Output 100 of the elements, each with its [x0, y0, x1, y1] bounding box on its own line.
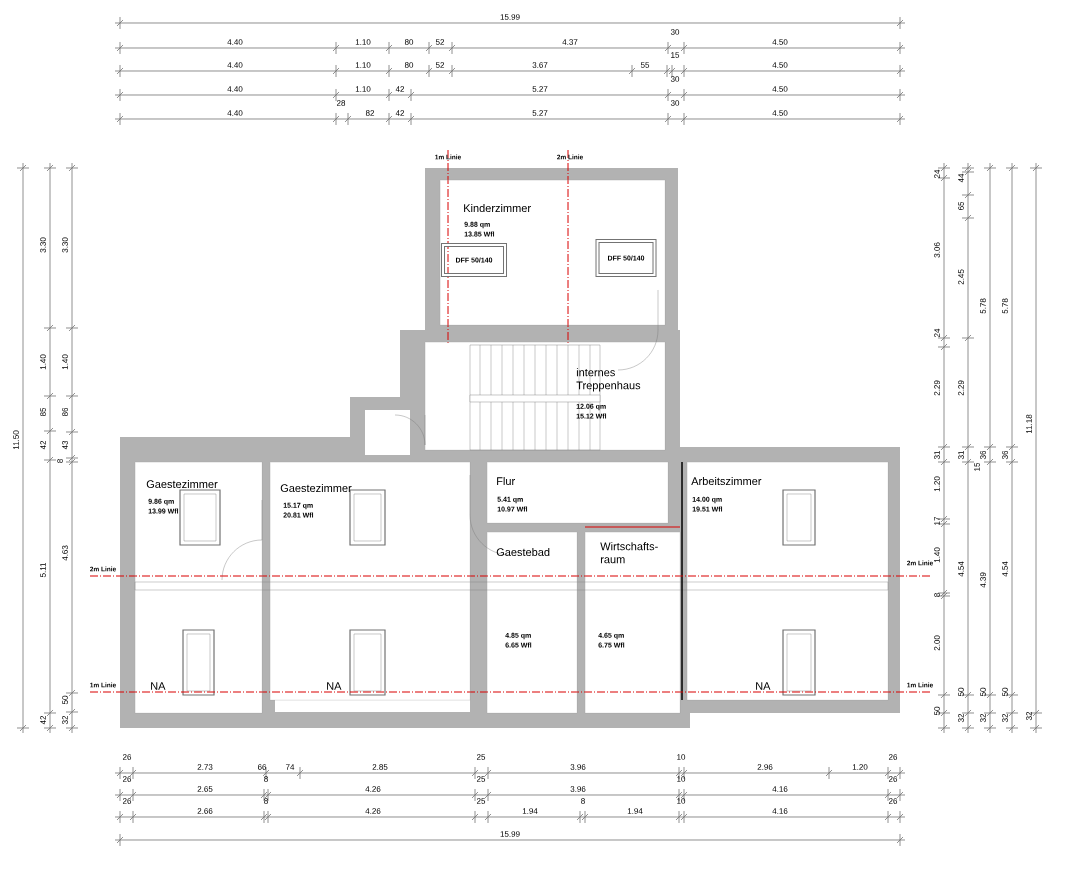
dimension-label: 42 [40, 440, 46, 450]
dimension-label: 11.50 [13, 430, 19, 450]
dimension-label: 2.96 [757, 764, 773, 770]
dimension-label: 66 [257, 764, 267, 770]
dimension-label: 4.16 [772, 808, 788, 814]
dimension-label: 5.78 [980, 298, 986, 314]
dimension-label: 42 [40, 715, 46, 725]
dimension-label: 4.40 [227, 39, 243, 45]
dimension-label: 1.40 [62, 354, 68, 370]
dimension-label: 4.40 [227, 110, 243, 116]
dimension-label: 3.06 [934, 242, 940, 258]
dimension-label: 2.66 [197, 808, 213, 814]
dimension-label: 5.27 [532, 110, 548, 116]
dimension-label: 4.50 [772, 86, 788, 92]
dimension-label: 3.30 [40, 237, 46, 253]
dimension-label: 2.65 [197, 786, 213, 792]
dimension-label: 15 [974, 462, 980, 471]
dimension-label: 10 [677, 798, 686, 804]
dimension-label: 8 [57, 459, 63, 463]
dimension-label: 4.39 [980, 572, 986, 588]
dimension-label: 26 [122, 754, 132, 760]
dimension-label: 32 [1026, 711, 1032, 721]
dimension-label: 32 [958, 713, 964, 723]
dimension-label: 32 [980, 713, 986, 723]
dimension-label: 4.50 [772, 39, 788, 45]
dimension-label: 24 [934, 169, 940, 179]
dimension-label: 36 [980, 450, 986, 460]
dimension-label: 15.99 [500, 14, 520, 20]
dimension-label: 50 [1002, 687, 1008, 697]
dimension-label: 52 [435, 62, 445, 68]
dimension-label: 4.16 [772, 786, 788, 792]
dimension-label: 74 [285, 764, 295, 770]
dimension-label: 1.94 [627, 808, 643, 814]
dimension-label: 5.11 [40, 562, 46, 578]
dimension-label: 1.20 [934, 476, 940, 492]
dimension-label: 82 [365, 110, 375, 116]
dimension-label: 42 [395, 86, 405, 92]
dimension-label: 26 [122, 798, 132, 804]
dimension-label: 3.67 [532, 62, 548, 68]
dimension-label: 3.96 [570, 786, 586, 792]
dimension-label: 65 [958, 201, 964, 211]
dimension-label: 5.78 [1002, 298, 1008, 314]
dimension-label: 10 [677, 776, 686, 782]
dimension-label: 25 [476, 776, 486, 782]
dimension-label: 11.18 [1026, 414, 1032, 434]
dimension-label: 1.94 [522, 808, 538, 814]
dimension-label: 30 [670, 29, 680, 35]
dimension-label: 1.10 [355, 62, 371, 68]
dimension-label: 4.63 [62, 545, 68, 561]
dimension-label: 2.45 [958, 269, 964, 285]
dimension-label: 1.10 [355, 39, 371, 45]
dimension-label: 44 [958, 173, 964, 183]
dimension-label: 2.29 [934, 380, 940, 396]
dimension-label: 10 [677, 754, 686, 760]
dimension-label: 32 [1002, 713, 1008, 723]
dimension-label: 31 [958, 450, 964, 460]
dimension-label: 4.54 [958, 561, 964, 577]
dimension-label: 55 [640, 62, 650, 68]
dimension-label: 1.40 [934, 547, 940, 563]
dimension-label: 3.30 [62, 237, 68, 253]
dimension-label: 80 [404, 39, 414, 45]
dimension-label: 2.85 [372, 764, 388, 770]
dimension-label: 50 [980, 687, 986, 697]
dimension-label: 4.26 [365, 786, 381, 792]
dimension-label: 31 [934, 450, 940, 460]
dimension-label: 25 [476, 754, 486, 760]
dimension-label: 1.20 [852, 764, 868, 770]
dimension-label: 4.40 [227, 86, 243, 92]
dimension-label: 30 [670, 76, 680, 82]
dimension-label: 26 [888, 754, 898, 760]
dimension-label: 36 [1002, 450, 1008, 460]
dimension-label: 17 [934, 516, 940, 525]
dimension-label: 2.73 [197, 764, 213, 770]
dimension-label: 24 [934, 328, 940, 338]
dimension-label: 26 [122, 776, 132, 782]
dimension-label: 2.00 [934, 635, 940, 651]
dimension-label: 4.50 [772, 110, 788, 116]
dimension-label: 26 [888, 798, 898, 804]
dimension-label: 8 [934, 593, 940, 597]
dimension-label: 8 [264, 798, 268, 804]
dimension-label: 15 [671, 52, 680, 58]
dimension-label: 15.99 [500, 831, 520, 837]
dimension-label: 50 [958, 687, 964, 697]
dimension-label: 42 [395, 110, 405, 116]
dimension-label: 43 [62, 440, 68, 450]
dimension-label: 2.29 [958, 380, 964, 396]
dimension-label: 5.27 [532, 86, 548, 92]
dimension-label: 8 [581, 798, 585, 804]
dimension-label: 3.96 [570, 764, 586, 770]
dimension-label: 30 [670, 100, 680, 106]
dimension-label: 28 [336, 100, 346, 106]
dimension-label: 25 [476, 798, 486, 804]
dimension-label: 32 [62, 715, 68, 725]
dimension-label: 8 [264, 776, 268, 782]
dimension-label: 4.26 [365, 808, 381, 814]
dimension-label: 4.50 [772, 62, 788, 68]
dimension-label: 1.10 [355, 86, 371, 92]
dimension-label: 80 [404, 62, 414, 68]
dimension-label: 50 [934, 706, 940, 716]
dimension-label: 4.37 [562, 39, 578, 45]
